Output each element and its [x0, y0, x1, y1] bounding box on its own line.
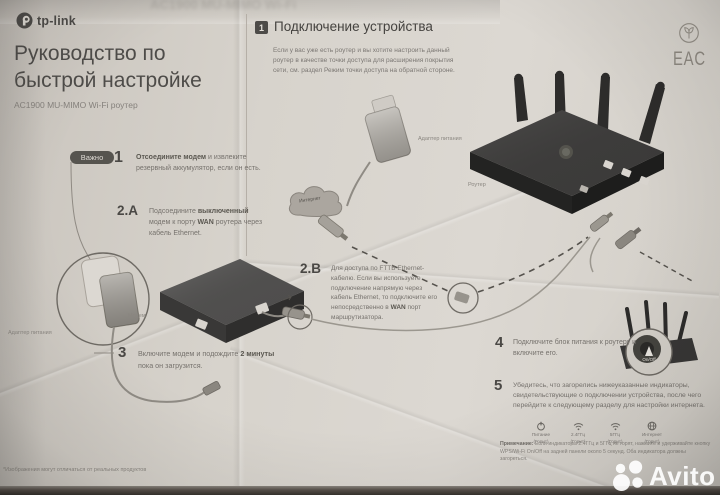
indicator-5ghz: 5ГГц (Горит) — [601, 421, 629, 445]
onoff-label: On/Off — [642, 357, 656, 362]
indicator-internet-state: (Горит) — [644, 438, 660, 444]
router-illustration — [470, 70, 665, 214]
avito-watermark-text: Avito — [649, 460, 716, 491]
section1-intro: Если у вас уже есть роутер и вы хотите н… — [273, 47, 455, 75]
indicator-internet: Интернет (Горит) — [638, 421, 666, 445]
footnote: *Изображения могут отличаться от реальны… — [3, 467, 147, 473]
section1-number-badge: 1 — [255, 21, 268, 34]
avito-watermark: Avito — [612, 460, 716, 492]
step3-text: Включите модем и подождите 2 минуты пока… — [138, 349, 275, 370]
indicator-5ghz-name: 5ГГц — [609, 432, 621, 437]
indicator-internet-name: Интернет — [641, 432, 663, 437]
paper-top-fold-shadow — [0, 0, 500, 24]
adapter-top-label: Адаптер питания — [418, 136, 462, 142]
guide-title-line1: Руководство по — [14, 42, 166, 65]
adapter-left-label: Адаптер питания — [8, 330, 52, 336]
note-text: Примечание: Если индикаторы 2.4ГГц и 5ГГ… — [500, 441, 711, 463]
paper-left-shadow — [0, 0, 46, 495]
step3-number: 3 — [118, 344, 127, 361]
guide-title: Руководство по быстрой настройке — [14, 40, 202, 94]
table-edge — [0, 486, 720, 495]
certification-sprout-icon — [678, 22, 700, 49]
router-label: Роутер — [468, 182, 486, 188]
modem-illustration — [160, 259, 304, 343]
tplink-logo-text: tp-link — [37, 13, 76, 28]
avito-logo-icon — [613, 460, 643, 492]
important-badge: Важно — [70, 151, 114, 164]
tplink-logo: tp-link — [16, 12, 76, 29]
indicator-power-name: Питание — [531, 432, 551, 437]
indicator-5ghz-state: (Горит) — [607, 438, 623, 444]
internet-cloud-illustration — [288, 186, 349, 241]
led-indicators-row: Питание (Горит) 2.4ГГц (Горит) 5ГГц (Гор… — [527, 421, 666, 445]
indicator-24ghz-name: 2.4ГГц — [571, 432, 585, 437]
wan-cable-plug — [261, 236, 591, 332]
ghost-showthrough-text: AC1900 MU-MIMO Wi-Fi — [150, 0, 297, 12]
step4-text: Подключите блок питания к роутеру и вклю… — [513, 339, 637, 357]
router-cable-plugs — [589, 211, 695, 283]
column-divider — [246, 14, 247, 256]
indicator-power: Питание (Горит) — [527, 421, 555, 445]
step4-number: 4 — [495, 334, 504, 351]
power-icon — [537, 421, 545, 431]
indicator-24ghz-state: (Горит) — [570, 438, 586, 444]
internet-globe-icon — [647, 421, 657, 431]
power-adapter-illustration — [346, 94, 411, 207]
step2a-number: 2.A — [117, 203, 139, 218]
guide-title-line2: быстрой настройке — [14, 69, 202, 92]
step1-number: 1 — [114, 149, 123, 166]
modem-label: Модем — [128, 313, 146, 319]
important-connector-line — [70, 161, 114, 354]
wifi-5-icon — [610, 423, 620, 431]
eac-mark: EAC — [673, 49, 706, 70]
step5-number: 5 — [494, 377, 503, 394]
indicator-power-state: (Горит) — [533, 438, 549, 444]
step1-text: Отсоедините модем и извлеките резервный … — [136, 154, 261, 172]
section1-title: Подключение устройства — [274, 19, 433, 34]
step5-text: Убедитесь, что загорелись нижеуказанные … — [513, 382, 705, 409]
indicator-24ghz: 2.4ГГц (Горит) — [564, 421, 592, 445]
step2a-text: Подсоедините выключенный модем к порту W… — [149, 208, 263, 238]
step2b-number: 2.B — [300, 261, 322, 276]
step2b-text: Для доступа по FTTB Ethernet-кабелю. Есл… — [331, 265, 438, 321]
wall-outlet-adapter-illustration — [56, 252, 221, 403]
router-power-zoom-illustration — [620, 300, 698, 376]
tplink-logo-icon — [16, 12, 33, 29]
wifi-24-icon — [573, 423, 583, 431]
fttb-dashed-line — [351, 236, 589, 314]
guide-subtitle: AC1900 MU-MIMO Wi-Fi роутер — [14, 100, 138, 110]
